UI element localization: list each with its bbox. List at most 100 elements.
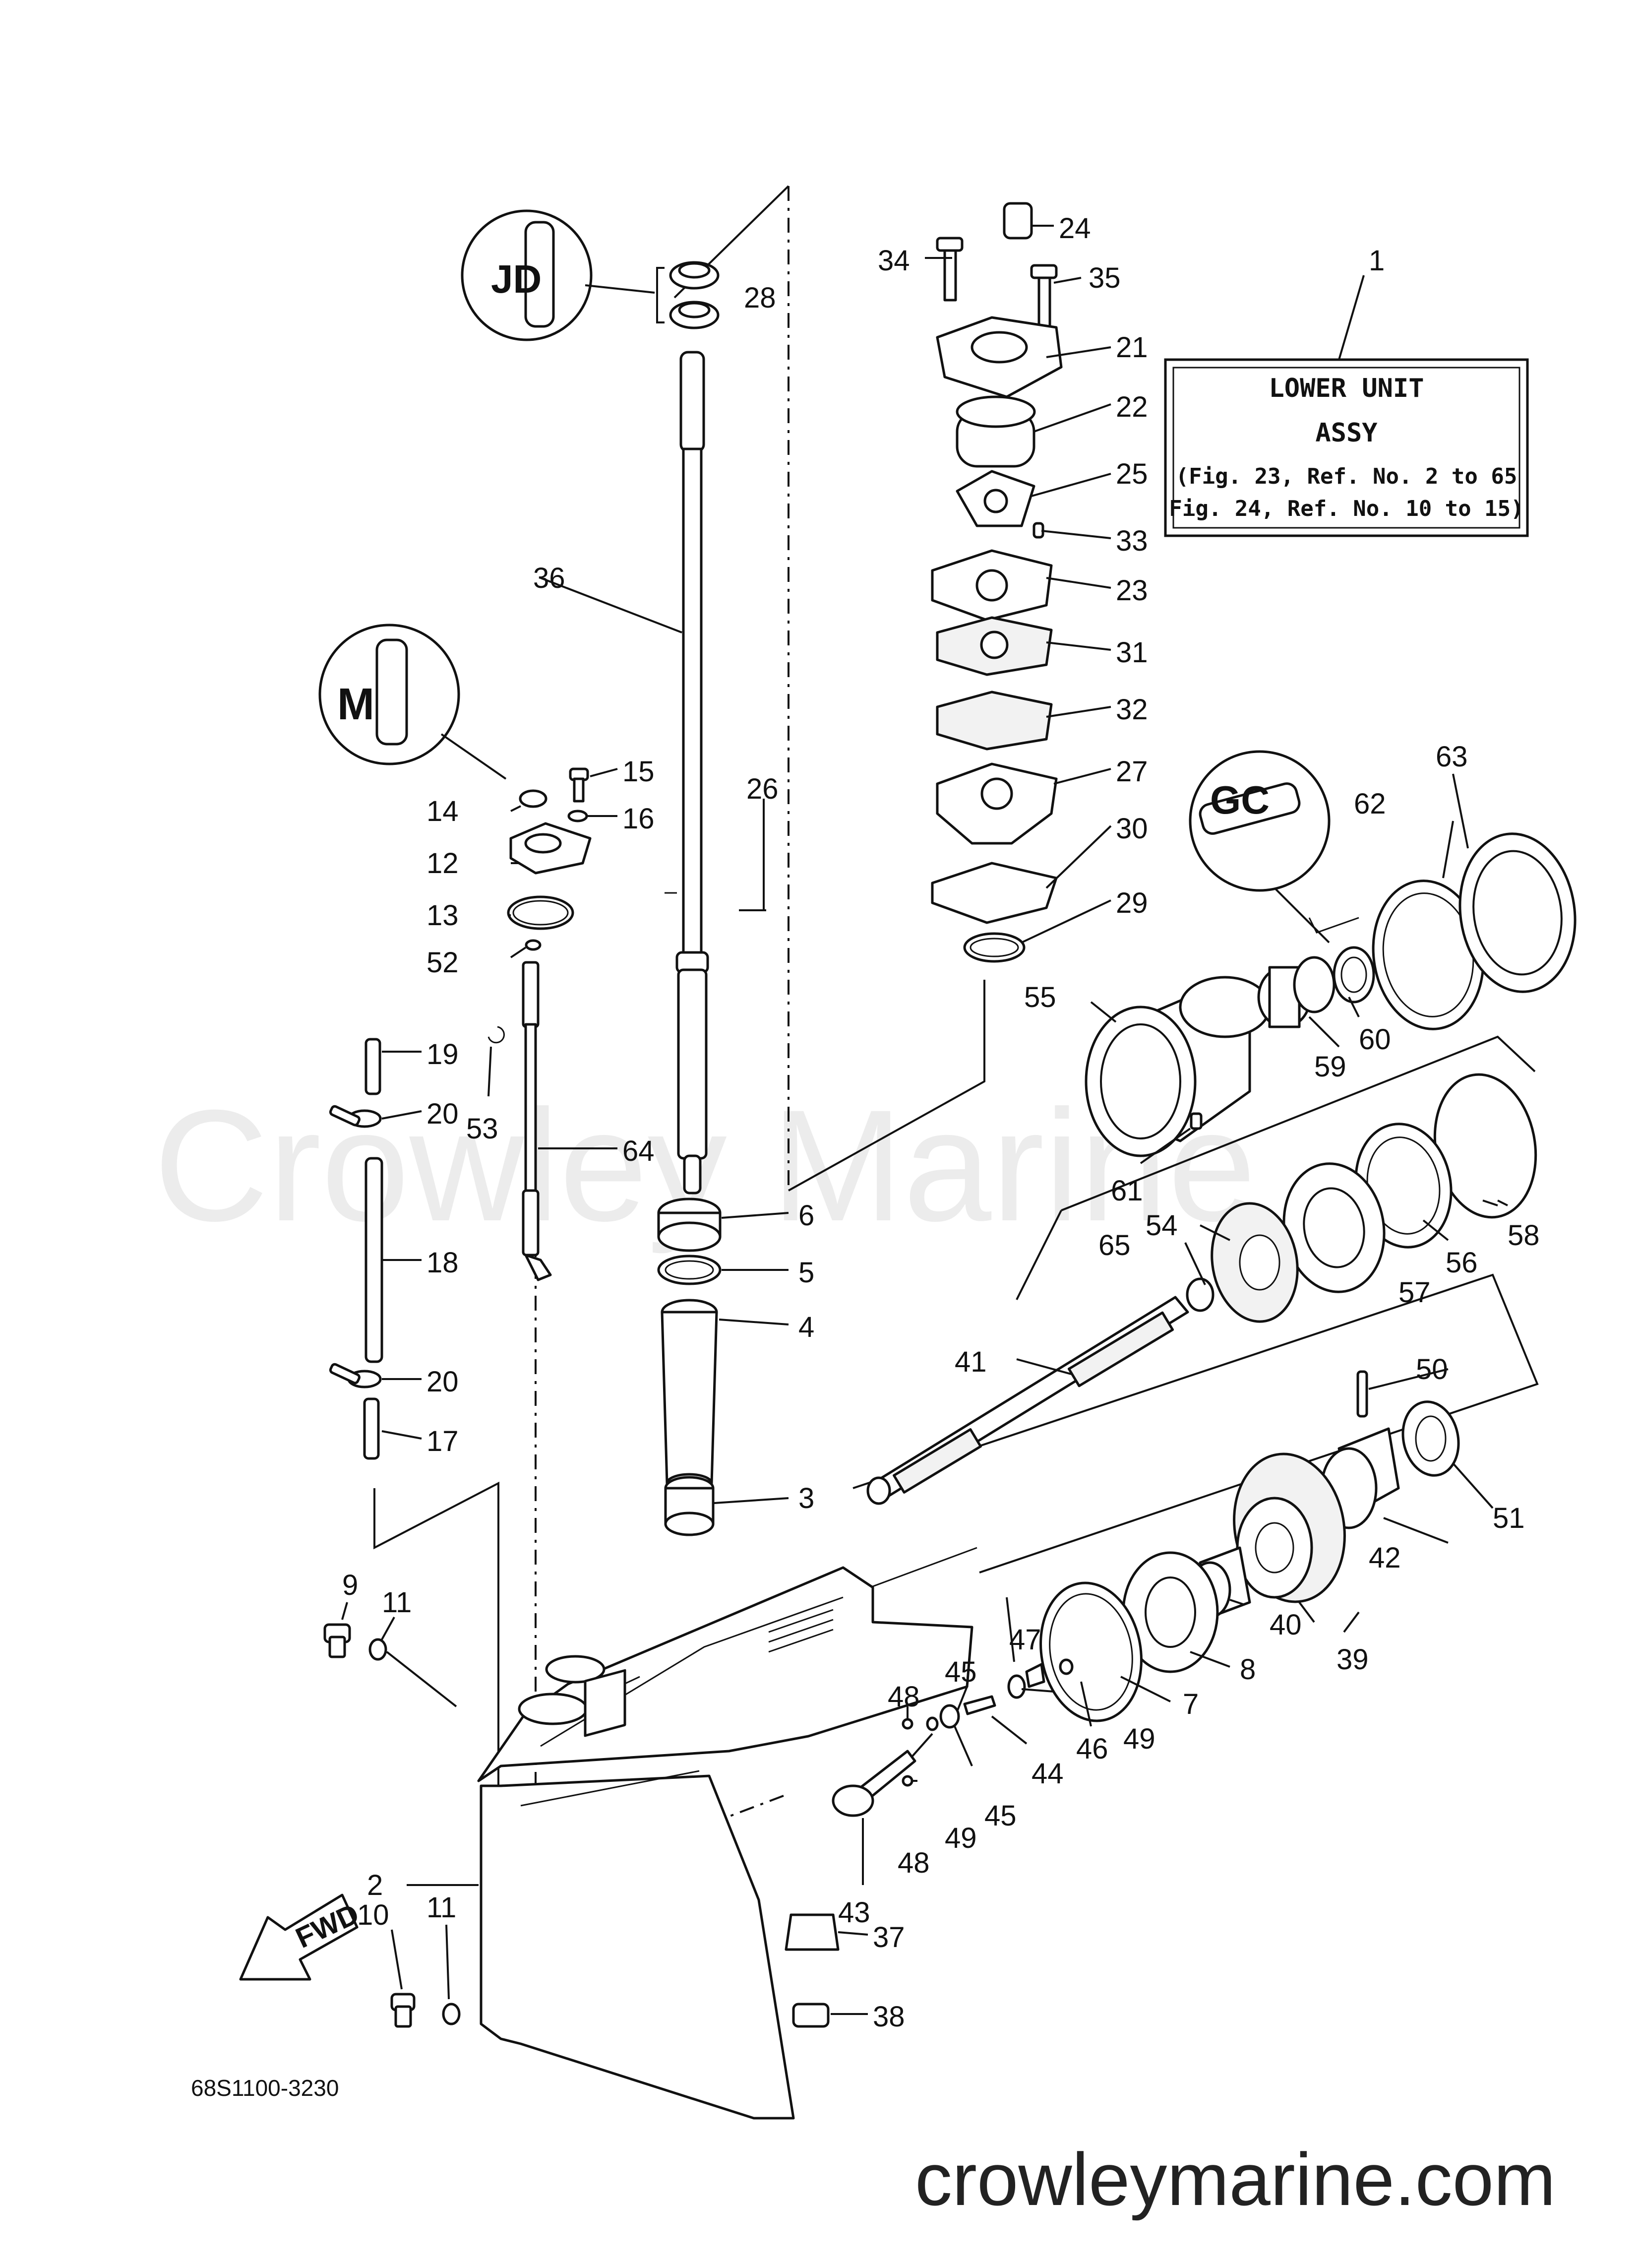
callout-8: 8 <box>1240 1653 1256 1686</box>
callout-39: 39 <box>1336 1643 1369 1676</box>
callout-2: 2 <box>367 1869 383 1901</box>
lubricant-symbol-right: GC <box>1189 750 1331 944</box>
site-url: crowleymarine.com <box>915 2138 1556 2221</box>
callout-48: 48 <box>888 1681 920 1713</box>
lubricant-symbol-middle: M <box>318 624 507 780</box>
forward-gear-group <box>1039 1370 1460 1722</box>
callout-54: 54 <box>1146 1209 1178 1242</box>
callout-24: 24 <box>1059 212 1091 245</box>
propeller-shaft <box>866 1296 1189 1505</box>
callout-22: 22 <box>1116 391 1148 423</box>
shaft-housing-parts <box>657 1197 722 1536</box>
gear-case-housing <box>477 1566 973 2120</box>
callout-64: 64 <box>622 1135 655 1167</box>
leader-lines <box>341 225 1508 2015</box>
info-box-line1: LOWER UNIT <box>1269 374 1424 403</box>
callout-26: 26 <box>746 773 779 805</box>
callout-58: 58 <box>1508 1219 1540 1252</box>
callout-42: 42 <box>1369 1542 1401 1574</box>
callout-20b: 20 <box>426 1366 459 1398</box>
drive-shaft-group <box>656 261 720 1195</box>
callout-47: 47 <box>1009 1624 1041 1656</box>
info-box-line4: Fig. 24, Ref. No. 10 to 15) <box>1169 496 1523 521</box>
callout-30: 30 <box>1116 813 1148 845</box>
callout-46: 46 <box>1076 1733 1108 1765</box>
callout-11b: 11 <box>426 1891 456 1924</box>
callout-32: 32 <box>1116 693 1148 726</box>
callout-20: 20 <box>426 1098 459 1130</box>
shift-rod-group <box>487 767 592 1281</box>
callout-15: 15 <box>622 756 655 788</box>
callout-16: 16 <box>622 803 655 835</box>
svg-text:GC: GC <box>1210 778 1270 822</box>
callout-13: 13 <box>426 899 459 932</box>
callout-1: 1 <box>1369 245 1385 277</box>
callout-17: 17 <box>426 1425 459 1457</box>
callout-56: 56 <box>1446 1247 1478 1279</box>
callout-19: 19 <box>426 1038 459 1071</box>
svg-text:JD: JD <box>491 257 542 301</box>
callout-59: 59 <box>1314 1051 1346 1083</box>
callout-labels: 1 2 3 4 5 6 7 8 9 10 11 11 12 13 14 15 1… <box>342 212 1540 2033</box>
callout-65: 65 <box>1098 1229 1131 1261</box>
callout-40: 40 <box>1270 1609 1302 1641</box>
callout-43: 43 <box>838 1896 870 1929</box>
callout-57: 57 <box>1398 1276 1431 1309</box>
callout-61: 61 <box>1111 1175 1143 1207</box>
hose-group <box>329 1038 383 1460</box>
callout-34: 34 <box>878 245 910 277</box>
callout-53: 53 <box>466 1113 498 1145</box>
callout-55: 55 <box>1024 981 1056 1013</box>
info-box: LOWER UNIT ASSY (Fig. 23, Ref. No. 2 to … <box>1164 275 1529 537</box>
callout-37: 37 <box>873 1921 905 1953</box>
callout-62: 62 <box>1354 788 1386 820</box>
info-box-line3: (Fig. 23, Ref. No. 2 to 65 <box>1176 464 1518 489</box>
callout-29: 29 <box>1116 887 1148 919</box>
callout-45b: 45 <box>984 1800 1017 1832</box>
callout-44: 44 <box>1032 1758 1064 1790</box>
doc-number: 68S1100-3230 <box>191 2075 339 2101</box>
lubricant-symbol-top: JD <box>461 209 655 341</box>
callout-51: 51 <box>1493 1502 1525 1534</box>
callout-25: 25 <box>1116 458 1148 490</box>
callout-52: 52 <box>426 946 459 979</box>
callout-23: 23 <box>1116 574 1148 607</box>
callout-3: 3 <box>798 1482 814 1514</box>
callout-49b: 49 <box>945 1822 977 1854</box>
drain-screws <box>323 1623 461 2028</box>
callout-49: 49 <box>1123 1723 1155 1755</box>
callout-14: 14 <box>426 795 459 827</box>
callout-63: 63 <box>1436 741 1468 773</box>
callout-38: 38 <box>873 2001 905 2033</box>
shift-plunger-group <box>785 1658 1074 2028</box>
callout-11: 11 <box>382 1586 412 1619</box>
callout-35: 35 <box>1089 262 1121 294</box>
callout-27: 27 <box>1116 756 1148 788</box>
callout-60: 60 <box>1359 1023 1391 1056</box>
callout-12: 12 <box>426 847 459 880</box>
callout-5: 5 <box>798 1257 814 1289</box>
callout-10: 10 <box>357 1899 389 1931</box>
callout-4: 4 <box>798 1311 814 1343</box>
callout-18: 18 <box>426 1247 459 1279</box>
callout-31: 31 <box>1116 636 1148 669</box>
fwd-arrow: FWD <box>239 1893 364 1981</box>
svg-text:M: M <box>337 680 374 729</box>
callout-41: 41 <box>955 1346 987 1378</box>
bearing-housing-group <box>1085 832 1577 1157</box>
callout-45: 45 <box>945 1656 977 1688</box>
water-pump-stack <box>931 202 1063 963</box>
callout-6: 6 <box>798 1199 814 1232</box>
callout-48b: 48 <box>898 1847 930 1879</box>
callout-50: 50 <box>1416 1353 1448 1386</box>
info-box-line2: ASSY <box>1315 418 1378 448</box>
callout-7: 7 <box>1183 1688 1199 1720</box>
callout-28: 28 <box>744 282 776 314</box>
callout-21: 21 <box>1116 331 1148 364</box>
callout-33: 33 <box>1116 525 1148 557</box>
callout-9: 9 <box>342 1569 358 1601</box>
reverse-gear-group <box>1186 1073 1537 1323</box>
callout-36: 36 <box>533 562 565 594</box>
